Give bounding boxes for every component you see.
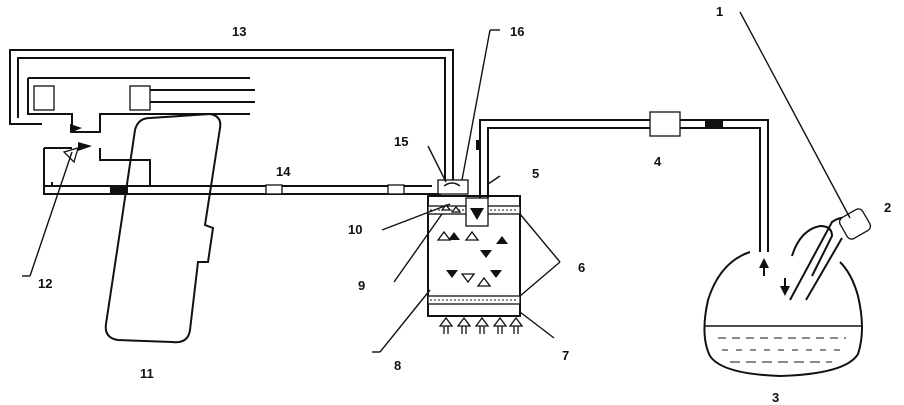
vent-line-14 bbox=[43, 182, 441, 195]
purge-line-13 bbox=[9, 49, 454, 182]
label-8: 8 bbox=[394, 358, 401, 373]
label-9: 9 bbox=[358, 278, 365, 293]
label-3: 3 bbox=[772, 390, 779, 405]
rollover-valve bbox=[649, 111, 681, 137]
intake-manifold bbox=[104, 112, 222, 344]
label-4: 4 bbox=[654, 154, 662, 169]
label-10: 10 bbox=[348, 222, 362, 237]
hose-clamp-c bbox=[387, 184, 405, 195]
label-2: 2 bbox=[884, 200, 891, 215]
hose-clamp-a bbox=[110, 185, 128, 194]
label-14: 14 bbox=[276, 164, 291, 179]
hose-clamp-b bbox=[265, 184, 283, 195]
canister-control-valve bbox=[437, 179, 469, 195]
callout-labels: 1 2 3 4 5 6 7 8 9 10 11 12 13 14 15 16 bbox=[38, 4, 891, 405]
fuel-tank bbox=[703, 251, 863, 378]
label-5: 5 bbox=[532, 166, 539, 181]
label-6: 6 bbox=[578, 260, 585, 275]
vapour-line bbox=[479, 119, 769, 252]
engine-throttle-assembly bbox=[27, 77, 255, 187]
throttle-plate-right bbox=[129, 85, 151, 111]
label-15: 15 bbox=[394, 134, 408, 149]
leader-lines bbox=[22, 11, 851, 353]
label-1: 1 bbox=[716, 4, 723, 19]
label-16: 16 bbox=[510, 24, 524, 39]
label-7: 7 bbox=[562, 348, 569, 363]
purge-valve-arrows bbox=[62, 124, 92, 164]
label-13: 13 bbox=[232, 24, 246, 39]
throttle-plate-left bbox=[33, 85, 55, 111]
label-12: 12 bbox=[38, 276, 52, 291]
filler-neck-cap bbox=[789, 208, 872, 301]
hose-clamp-d bbox=[705, 119, 723, 128]
charcoal-canister bbox=[427, 195, 524, 334]
label-11: 11 bbox=[140, 366, 154, 381]
